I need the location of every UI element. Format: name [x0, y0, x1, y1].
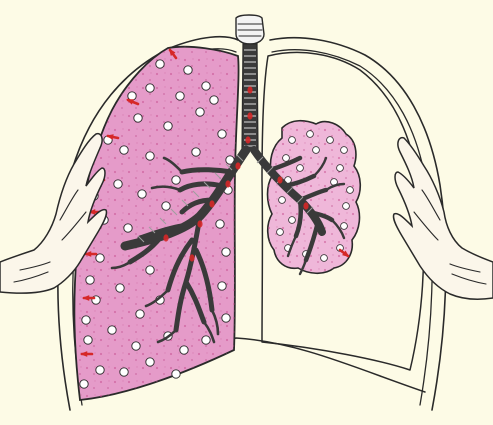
alveolus — [82, 316, 90, 324]
alveolus — [120, 146, 128, 154]
airflow-mark — [303, 202, 308, 209]
airflow-mark — [163, 234, 168, 241]
alveolus — [114, 180, 122, 188]
alveolus — [222, 314, 230, 322]
alveolus — [146, 358, 154, 366]
alveolus — [120, 368, 128, 376]
airflow-mark — [209, 200, 214, 207]
alveolus — [192, 148, 200, 156]
alveolus — [134, 114, 142, 122]
alveolus — [210, 96, 218, 104]
airflow-mark — [277, 176, 282, 183]
alveolus — [216, 220, 224, 228]
alveolus — [162, 202, 170, 210]
alveolus — [218, 130, 226, 138]
alveolus — [313, 147, 320, 154]
alveolus — [136, 310, 144, 318]
alveolus — [327, 137, 334, 144]
airflow-mark — [235, 162, 240, 169]
alveolus — [132, 342, 140, 350]
alveolus — [341, 147, 348, 154]
alveolus — [80, 380, 88, 388]
alveolus — [116, 284, 124, 292]
alveolus — [138, 190, 146, 198]
alveolus — [277, 229, 284, 236]
alveolus — [283, 155, 290, 162]
alveolus — [289, 137, 296, 144]
airflow-mark — [225, 180, 230, 187]
alveolus — [297, 165, 304, 172]
airflow-mark — [247, 86, 252, 93]
alveolus — [343, 203, 350, 210]
alveolus — [172, 370, 180, 378]
airflow-mark — [247, 112, 252, 119]
alveolus — [202, 82, 210, 90]
alveolus — [321, 255, 328, 262]
alveolus — [172, 176, 180, 184]
alveolus — [146, 266, 154, 274]
alveolus — [96, 254, 104, 262]
alveolus — [86, 276, 94, 284]
alveolus — [96, 366, 104, 374]
alveolus — [307, 131, 314, 138]
airflow-mark — [189, 254, 194, 261]
alveolus — [180, 346, 188, 354]
alveolus — [279, 197, 286, 204]
alveolus — [164, 122, 172, 130]
alveolus — [124, 224, 132, 232]
alveolus — [347, 187, 354, 194]
alveolus — [202, 336, 210, 344]
alveolus — [84, 336, 92, 344]
alveolus — [156, 60, 164, 68]
alveolus — [337, 165, 344, 172]
airflow-mark — [245, 136, 250, 143]
alveolus — [128, 92, 136, 100]
alveolus — [222, 248, 230, 256]
airflow-mark — [197, 220, 202, 227]
alveolus — [289, 217, 296, 224]
alveolus — [218, 282, 226, 290]
alveolus — [146, 152, 154, 160]
alveolus — [196, 108, 204, 116]
alveolus — [146, 84, 154, 92]
alveolus — [184, 66, 192, 74]
alveolus — [341, 223, 348, 230]
alveolus — [176, 92, 184, 100]
alveolus — [108, 326, 116, 334]
